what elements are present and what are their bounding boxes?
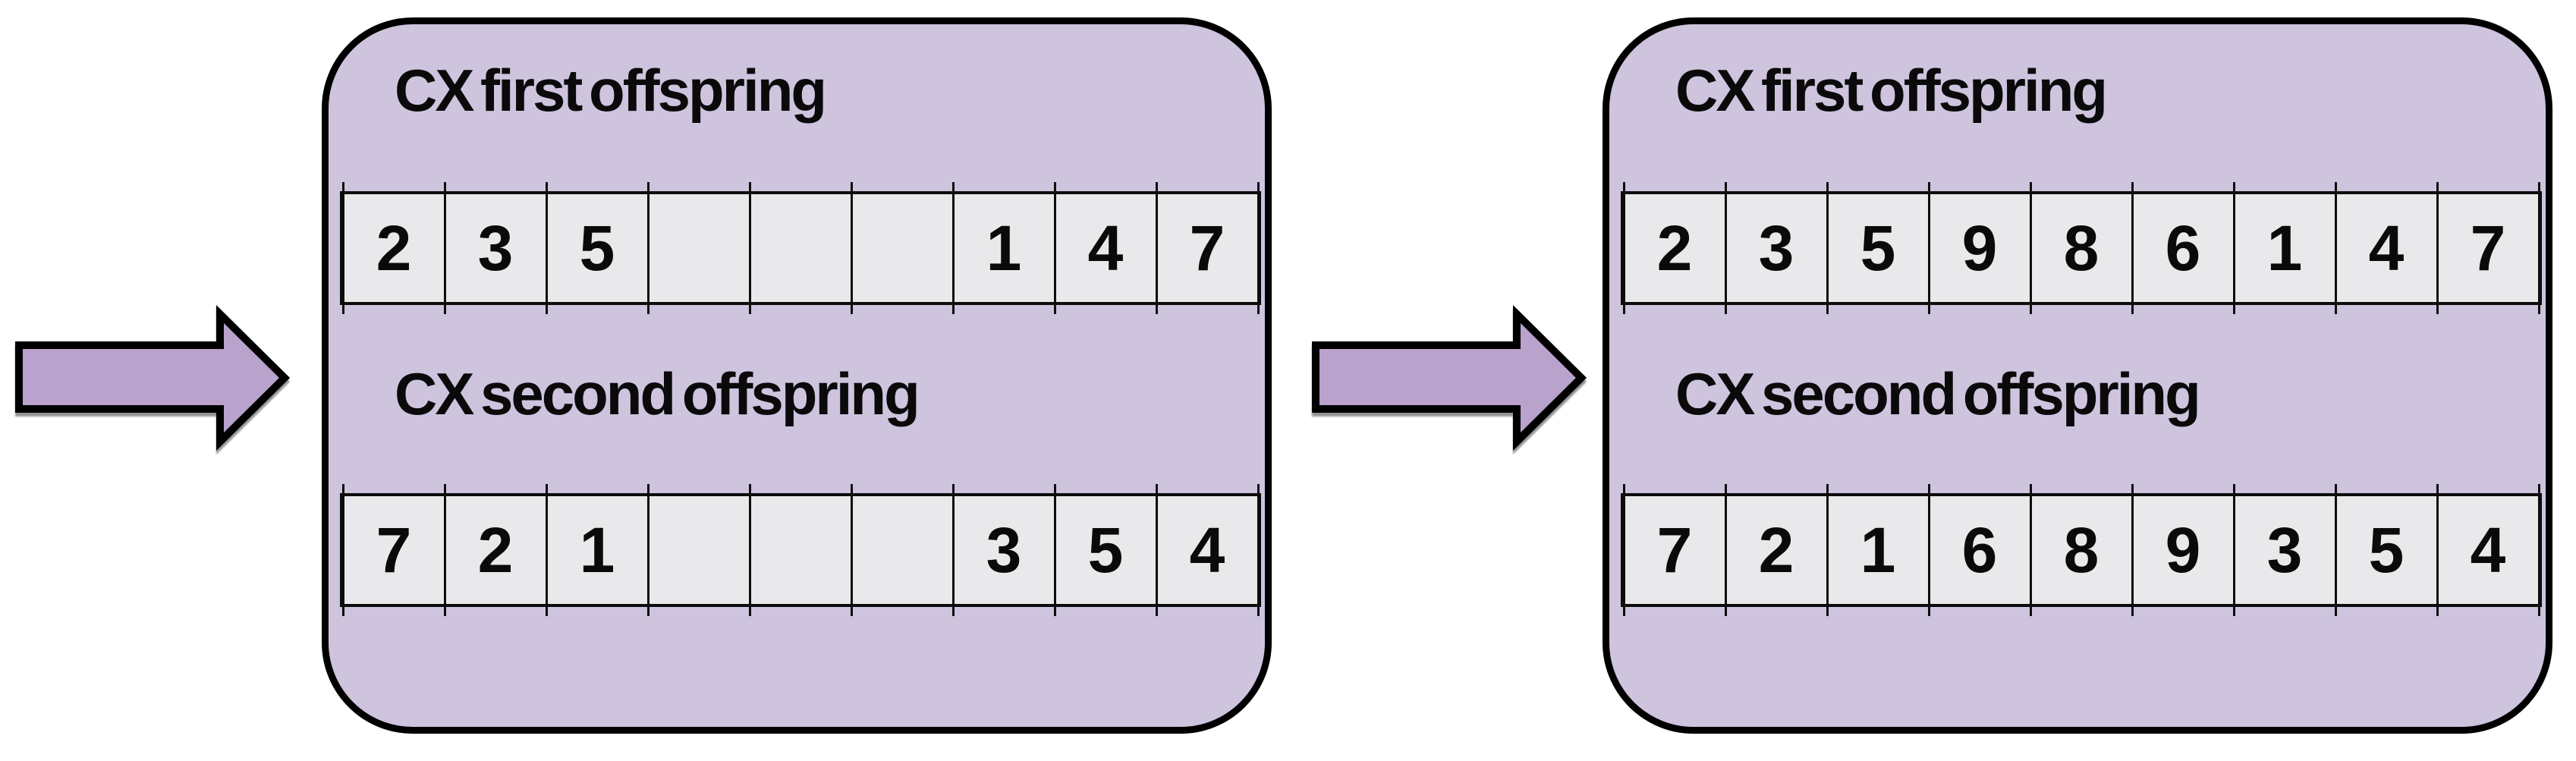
- gene-cell: 5: [1826, 182, 1929, 314]
- first-offspring-label: CX first offspring: [395, 57, 827, 124]
- gene-value: 9: [2165, 514, 2201, 586]
- gene-value: 7: [1189, 212, 1225, 284]
- gene-value: 1: [579, 514, 615, 586]
- gene-value: 1: [1860, 514, 1896, 586]
- gene-value: 4: [2368, 212, 2405, 284]
- gene-value: 2: [376, 212, 412, 284]
- gene-value: 6: [1961, 514, 1998, 586]
- arrow-right-icon: [1312, 305, 1587, 451]
- gene-cell: [748, 484, 851, 616]
- second-offspring-row: 7 2 1 6 8 9 3 5 4: [1621, 484, 2542, 616]
- gene-cell: 5: [2334, 484, 2437, 616]
- gene-cell: 7: [1155, 182, 1260, 314]
- gene-cell: [646, 182, 750, 314]
- gene-cell: 6: [1927, 484, 2030, 616]
- second-offspring-row: 7 2 1 3 5 4: [340, 484, 1261, 616]
- gene-value: 7: [376, 514, 412, 586]
- gene-cell: [850, 484, 953, 616]
- gene-value: 2: [1656, 212, 1693, 284]
- gene-value: 5: [1087, 514, 1124, 586]
- gene-value: 2: [1758, 514, 1794, 586]
- gene-cell: 2: [1622, 182, 1725, 314]
- second-offspring-label: CX second offspring: [395, 360, 920, 427]
- first-offspring-row: 2 3 5 9 8 6 1 4 7: [1621, 182, 2542, 314]
- gene-cell: [646, 484, 750, 616]
- gene-cell: 3: [951, 484, 1055, 616]
- gene-value: 1: [986, 212, 1022, 284]
- gene-cell: 7: [2436, 182, 2540, 314]
- first-offspring-label: CX first offspring: [1675, 57, 2108, 124]
- gene-cell: [748, 182, 851, 314]
- gene-value: 2: [477, 514, 514, 586]
- gene-cell: 1: [1826, 484, 1929, 616]
- arrow-right-shape: [15, 305, 291, 451]
- gene-cell: 9: [2131, 484, 2234, 616]
- gene-value: 3: [1758, 212, 1794, 284]
- gene-cell: 4: [1053, 182, 1156, 314]
- arrow-right-icon: [15, 305, 291, 451]
- gene-value: 7: [2470, 212, 2506, 284]
- gene-cell: 4: [2436, 484, 2540, 616]
- gene-cell: [850, 182, 953, 314]
- gene-cell: 3: [1724, 182, 1827, 314]
- gene-cell: 7: [1622, 484, 1725, 616]
- gene-value: 5: [579, 212, 615, 284]
- gene-cell: 1: [951, 182, 1055, 314]
- gene-cell: 4: [1155, 484, 1260, 616]
- gene-cell: 2: [341, 182, 445, 314]
- gene-cell: 3: [2232, 484, 2335, 616]
- arrow-right-shape: [1312, 305, 1587, 451]
- gene-value: 1: [2266, 212, 2303, 284]
- gene-value: 4: [1087, 212, 1124, 284]
- gene-value: 9: [1961, 212, 1998, 284]
- gene-cell: 7: [341, 484, 445, 616]
- gene-value: 7: [1656, 514, 1693, 586]
- gene-cell: 5: [545, 182, 648, 314]
- gene-cell: 5: [1053, 484, 1156, 616]
- gene-value: 6: [2165, 212, 2201, 284]
- gene-value: 4: [1189, 514, 1225, 586]
- gene-cell: 1: [2232, 182, 2335, 314]
- gene-value: 8: [2063, 514, 2099, 586]
- gene-cell: 9: [1927, 182, 2030, 314]
- gene-value: 3: [477, 212, 514, 284]
- gene-value: 5: [1860, 212, 1896, 284]
- second-offspring-label: CX second offspring: [1675, 360, 2201, 427]
- panel-partial-offspring: CX first offspring 2 3 5 1 4 7 CX second…: [322, 17, 1272, 734]
- gene-cell: 2: [443, 484, 546, 616]
- gene-value: 5: [2368, 514, 2405, 586]
- first-offspring-row: 2 3 5 1 4 7: [340, 182, 1261, 314]
- gene-value: 4: [2470, 514, 2506, 586]
- gene-cell: 4: [2334, 182, 2437, 314]
- gene-cell: 6: [2131, 182, 2234, 314]
- gene-cell: 8: [2029, 484, 2132, 616]
- gene-value: 3: [2266, 514, 2303, 586]
- gene-cell: 3: [443, 182, 546, 314]
- gene-value: 8: [2063, 212, 2099, 284]
- gene-cell: 2: [1724, 484, 1827, 616]
- gene-value: 3: [986, 514, 1022, 586]
- gene-cell: 8: [2029, 182, 2132, 314]
- gene-cell: 1: [545, 484, 648, 616]
- panel-complete-offspring: CX first offspring 2 3 5 9 8 6 1 4 7 CX …: [1603, 17, 2552, 734]
